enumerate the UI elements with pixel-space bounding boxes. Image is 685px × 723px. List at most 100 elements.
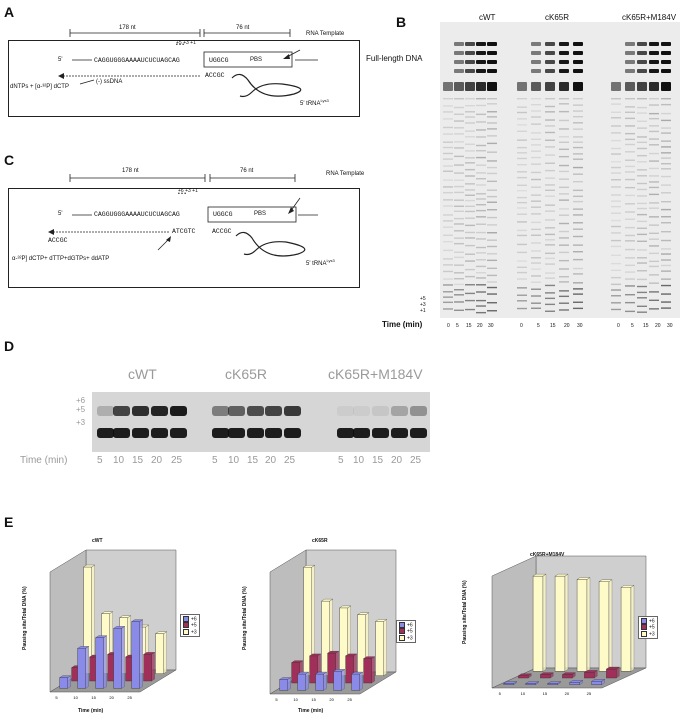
b-band-ladder bbox=[661, 146, 671, 148]
b-band-ladder bbox=[573, 98, 583, 100]
e3-legend-6: +6 bbox=[641, 618, 655, 624]
b-band-ladder bbox=[625, 151, 635, 153]
c-five-prime: 5' bbox=[58, 211, 63, 217]
b-band-ladder bbox=[545, 125, 555, 127]
b-band-ladder bbox=[625, 171, 635, 173]
b-band-full bbox=[661, 60, 671, 64]
e-bar-side bbox=[542, 573, 547, 672]
b-band-ladder bbox=[559, 251, 569, 254]
b-band-ladder bbox=[531, 302, 541, 304]
b-band-full bbox=[545, 60, 555, 64]
b-band-ladder bbox=[649, 160, 659, 162]
b-t1-5: 5 bbox=[456, 323, 459, 329]
b-band-ladder bbox=[661, 278, 671, 280]
e-bar bbox=[363, 658, 372, 684]
b-band-ladder bbox=[545, 292, 555, 294]
b-band-ladder bbox=[476, 121, 486, 123]
e-xtick: 25 bbox=[347, 697, 352, 702]
b-band-ladder bbox=[545, 257, 555, 260]
b-band-ladder bbox=[611, 200, 621, 202]
b-band-ladder bbox=[476, 136, 486, 138]
b-band-pause bbox=[559, 82, 569, 91]
b-band-ladder bbox=[611, 172, 621, 174]
d-t3-15: 15 bbox=[372, 455, 384, 466]
e2-legend-6: +6 bbox=[399, 622, 413, 628]
d-time-ticks: 5 10 15 20 25 5 10 15 20 25 5 10 15 20 2… bbox=[0, 455, 685, 469]
b-band-ladder bbox=[661, 216, 671, 218]
b-band-ladder bbox=[465, 168, 475, 171]
d-cond-ck65r: cK65R bbox=[225, 366, 268, 382]
e-xtick: 5 bbox=[275, 697, 278, 702]
b-band-ladder bbox=[487, 310, 497, 312]
b-band-ladder bbox=[661, 264, 671, 267]
c-nt-right: 76 nt bbox=[240, 168, 254, 174]
b-band-ladder bbox=[517, 157, 527, 160]
b-marker-3: +3 bbox=[420, 302, 426, 308]
b-band-ladder bbox=[649, 117, 659, 120]
b-band-ladder bbox=[559, 193, 569, 195]
b-band-ladder bbox=[454, 251, 464, 253]
b-band-ladder bbox=[545, 169, 555, 172]
e-bar-top bbox=[95, 635, 108, 638]
b-band-ladder bbox=[573, 228, 583, 230]
b-band-ladder bbox=[625, 132, 635, 135]
b-band-ladder bbox=[649, 167, 659, 170]
b-band-ladder bbox=[531, 257, 541, 259]
e3-title: cK65R+M184V bbox=[530, 552, 565, 558]
b-band-full bbox=[531, 60, 541, 64]
b-band-ladder bbox=[531, 144, 541, 146]
d-band-plus5 bbox=[97, 406, 114, 416]
b-band-ladder bbox=[649, 186, 659, 189]
b-band-ladder bbox=[559, 199, 569, 201]
b-band-ladder bbox=[661, 253, 671, 255]
b-band-ladder bbox=[611, 147, 621, 150]
e-bar bbox=[569, 682, 580, 685]
b-band-ladder bbox=[476, 259, 486, 261]
b-band-ladder bbox=[487, 239, 497, 241]
b-band-ladder bbox=[545, 98, 555, 100]
b-band-ladder bbox=[517, 229, 527, 232]
b-band-ladder bbox=[637, 141, 647, 144]
b-band-ladder bbox=[517, 234, 527, 237]
a-ssdna: (-) ssDNA bbox=[96, 79, 123, 85]
b-band-ladder bbox=[611, 98, 621, 100]
e-bar-top bbox=[620, 585, 635, 588]
d-t3-5: 5 bbox=[338, 455, 344, 466]
b-band-ladder bbox=[649, 202, 659, 204]
e1-legend-3: +3 bbox=[183, 628, 197, 635]
b-band-ladder bbox=[531, 307, 541, 309]
b-band-ladder bbox=[559, 281, 569, 283]
b-band-ladder bbox=[465, 104, 475, 107]
e-bar-top bbox=[297, 671, 310, 675]
b-band-ladder bbox=[454, 278, 464, 280]
b-band-pause bbox=[443, 82, 453, 91]
e-xtick: 20 bbox=[565, 691, 570, 696]
b-band-ladder bbox=[517, 307, 527, 310]
b-band-ladder bbox=[559, 208, 569, 210]
d-t3-25: 25 bbox=[410, 455, 422, 466]
e-bar-top bbox=[345, 653, 358, 657]
d-cond-cwt: cWT bbox=[128, 366, 157, 382]
b-band-ladder bbox=[465, 308, 475, 311]
e-bar bbox=[95, 637, 104, 689]
b-band-ladder bbox=[649, 130, 659, 133]
b-band-ladder bbox=[476, 252, 486, 254]
b-band-ladder bbox=[637, 136, 647, 138]
b-band-ladder bbox=[545, 310, 555, 312]
b-band-ladder bbox=[625, 125, 635, 127]
b-band-ladder bbox=[637, 112, 647, 114]
b-band-ladder bbox=[531, 98, 541, 100]
b-band-ladder bbox=[487, 195, 497, 198]
b-band-ladder bbox=[611, 166, 621, 169]
c-pbs-box: UGGCG bbox=[213, 211, 233, 218]
b-band-full bbox=[559, 60, 569, 64]
b-lanes bbox=[443, 42, 671, 314]
d-t1-15: 15 bbox=[132, 455, 144, 466]
b-band-ladder bbox=[465, 122, 475, 124]
b-band-ladder bbox=[454, 127, 464, 129]
b-band-ladder bbox=[573, 136, 583, 138]
b-band-ladder bbox=[465, 183, 475, 185]
b-band-ladder bbox=[454, 230, 464, 232]
b-band-ladder bbox=[573, 222, 583, 224]
b-band-ladder bbox=[573, 214, 583, 216]
